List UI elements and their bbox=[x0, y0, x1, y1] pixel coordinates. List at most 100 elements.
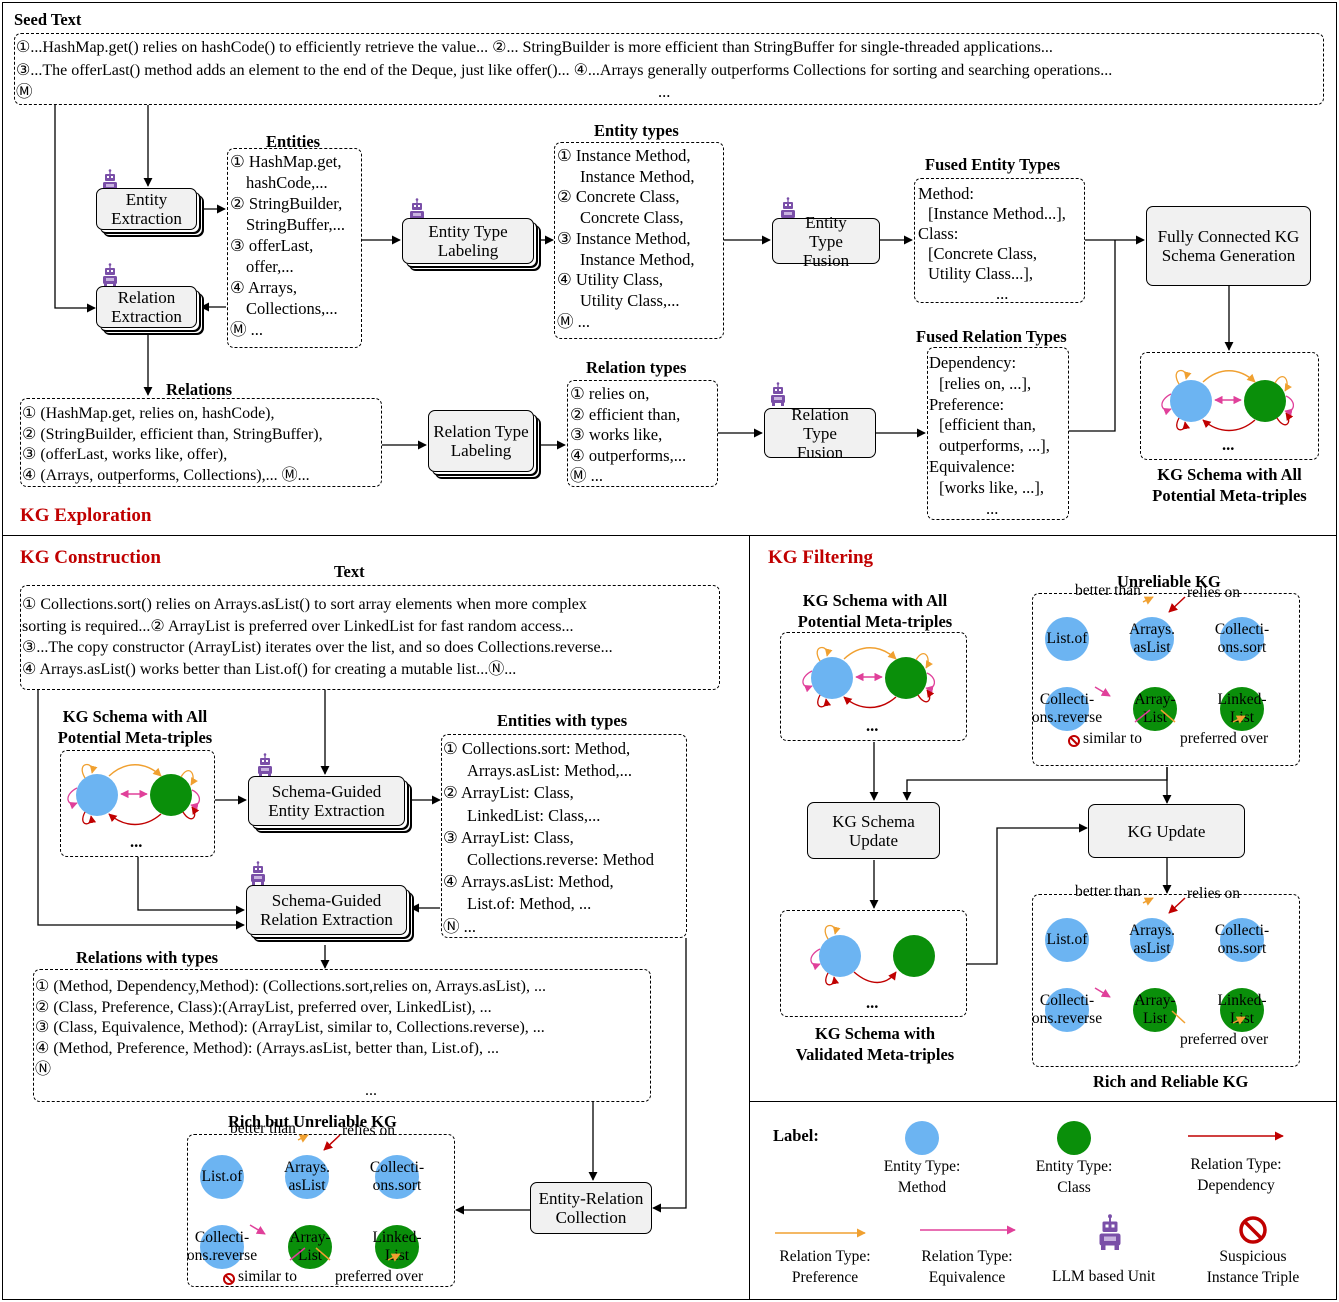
kg-update-box[interactable]: KG Update bbox=[1088, 804, 1245, 858]
fused-relation-item: [works like, ...], bbox=[939, 477, 1044, 497]
er-collection-box[interactable]: Entity-Relation Collection bbox=[530, 1182, 652, 1234]
arrays-aslist-node[interactable]: Arrays.asList bbox=[1129, 617, 1175, 661]
rich-kg-title: Rich but Unreliable KG bbox=[228, 1112, 397, 1131]
entity-types-box bbox=[554, 142, 724, 339]
preferred-over-label: preferred over bbox=[335, 1268, 424, 1285]
entity-type-fusion-box[interactable]: Entity Type Fusion bbox=[772, 213, 880, 270]
arrays-aslist-node[interactable]: Arrays.asList bbox=[1129, 918, 1175, 962]
entity-item: StringBuffer,... bbox=[246, 215, 345, 234]
entity-type-item: Ⓜ ... bbox=[557, 311, 590, 331]
arraylist-node[interactable]: Array-List bbox=[288, 1225, 332, 1269]
relation-type-item: ③ works like, bbox=[570, 425, 663, 445]
arraylist-node[interactable]: Array-List bbox=[1133, 988, 1177, 1032]
text-line: sorting is required...② ArrayList is pre… bbox=[22, 617, 574, 635]
preferred-over-label: preferred over bbox=[1180, 1031, 1269, 1048]
filtering-section-title: KG Filtering bbox=[768, 547, 874, 568]
seed-title: Seed Text bbox=[14, 10, 82, 29]
legend-dependency-label: Relation Type:Dependency bbox=[1190, 1156, 1282, 1194]
entity-with-type: ③ ArrayList: Class, bbox=[443, 827, 574, 847]
entities-box bbox=[227, 148, 362, 348]
seed-line-2: ③...The offerLast() method adds an eleme… bbox=[16, 62, 1113, 79]
collections-sort-node[interactable]: Collecti-ons.sort bbox=[1215, 617, 1269, 661]
schema-generation-box[interactable]: Fully Connected KG Schema Generation bbox=[1146, 206, 1311, 286]
rwt-title: Relations with types bbox=[76, 948, 219, 967]
fused-relation-item: Equivalence: bbox=[929, 457, 1016, 476]
legend-class-label: Entity Type:Class bbox=[1035, 1158, 1113, 1196]
relation-with-type: ① (Method, Dependency,Method): (Collecti… bbox=[35, 978, 546, 995]
entity-with-type: LinkedList: Class,... bbox=[467, 805, 601, 825]
collections-sort-node[interactable]: Collecti-ons.sort bbox=[370, 1155, 424, 1199]
relation-type-fusion-box[interactable]: Relation Type Fusion bbox=[764, 405, 876, 462]
filtering-schema-validated-ellipsis: ... bbox=[866, 993, 879, 1012]
text-line: ④ Arrays.asList() works better than List… bbox=[22, 660, 517, 678]
relation-types-title: Relation types bbox=[586, 358, 687, 377]
relation-extraction-box[interactable]: Relation Extraction bbox=[96, 286, 197, 328]
relation-types-box bbox=[567, 380, 718, 487]
exploration-section-title: KG Exploration bbox=[20, 505, 152, 526]
entity-with-type: Ⓝ ... bbox=[443, 916, 476, 936]
arrays-aslist-node[interactable]: Arrays.asList bbox=[284, 1155, 330, 1199]
filtering-schema-all-box bbox=[780, 632, 967, 741]
unreliable-kg-title: Unreliable KG bbox=[1117, 572, 1221, 591]
text-title: Text bbox=[334, 562, 365, 581]
relation-item: ③ (offerLast, works like, offer), bbox=[22, 446, 228, 463]
sg-entity-extraction-box[interactable]: Schema-Guided Entity Extraction bbox=[248, 776, 405, 826]
ewt-title: Entities with types bbox=[497, 711, 628, 730]
entity-type-item: Instance Method, bbox=[580, 249, 695, 269]
fused-entity-item: [Instance Method...], bbox=[928, 204, 1066, 223]
rwt-box bbox=[33, 969, 651, 1102]
relation-type-labeling-box[interactable]: Relation Type Labeling bbox=[428, 410, 534, 472]
relies-on-label: relies on bbox=[342, 1122, 395, 1139]
entity-extraction-box[interactable]: Entity Extraction bbox=[96, 188, 197, 230]
rich-kg-box bbox=[187, 1134, 455, 1287]
list-of-node[interactable]: List.of bbox=[200, 1155, 244, 1199]
filtering-schema-all-ellipsis: ... bbox=[866, 716, 879, 735]
relation-with-type: ... bbox=[365, 1081, 377, 1099]
list-of-node[interactable]: List.of bbox=[1045, 617, 1089, 661]
relation-with-type: Ⓝ bbox=[35, 1060, 52, 1078]
suspicious-icon bbox=[1068, 735, 1080, 747]
text-line: ① Collections.sort() relies on Arrays.as… bbox=[22, 596, 587, 613]
fused-entity-item: ... bbox=[996, 284, 1009, 303]
entity-type-labeling-box[interactable]: Entity Type Labeling bbox=[402, 218, 534, 264]
suspicious-icon bbox=[1239, 1216, 1267, 1244]
collections-sort-node[interactable]: Collecti-ons.sort bbox=[1215, 918, 1269, 962]
fused-entity-item: Utility Class...], bbox=[928, 264, 1033, 283]
linkedlist-node[interactable]: Linked-List bbox=[1217, 687, 1267, 731]
fused-relation-item: outperforms, ...], bbox=[939, 436, 1050, 456]
kg-edges bbox=[1094, 596, 1246, 724]
seed-ellipsis: ... bbox=[658, 82, 671, 101]
similar-to-label: similar to bbox=[1083, 730, 1142, 747]
legend-llm-label: LLM based Unit bbox=[1052, 1268, 1156, 1285]
entity-type-item: Utility Class,... bbox=[580, 290, 680, 310]
fused-entity-item: Method: bbox=[918, 184, 974, 203]
collections-reverse-node[interactable]: Collecti-ons.reverse bbox=[1032, 988, 1102, 1032]
legend-preference-label: Relation Type:Preference bbox=[779, 1248, 871, 1286]
relation-type-item: ② efficient than, bbox=[570, 404, 681, 424]
legend-method-node bbox=[905, 1121, 939, 1155]
construction-schema-box bbox=[60, 750, 215, 857]
fused-entity-item: [Concrete Class, bbox=[928, 244, 1038, 263]
similar-to-label: similar to bbox=[238, 1268, 297, 1285]
fused-relation-title: Fused Relation Types bbox=[916, 327, 1067, 346]
entity-with-type: List.of: Method, ... bbox=[467, 894, 592, 914]
collections-reverse-node[interactable]: Collecti-ons.reverse bbox=[187, 1225, 257, 1269]
relations-box bbox=[20, 398, 382, 487]
linkedlist-node[interactable]: Linked-List bbox=[372, 1225, 422, 1269]
sg-relation-extraction-box[interactable]: Schema-Guided Relation Extraction bbox=[246, 885, 407, 935]
entity-type-item: ② Concrete Class, bbox=[557, 187, 680, 207]
collections-reverse-node[interactable]: Collecti-ons.reverse bbox=[1032, 687, 1102, 731]
list-of-node[interactable]: List.of bbox=[1045, 918, 1089, 962]
relies-on-label: relies on bbox=[1187, 885, 1240, 902]
entity-item: ② StringBuilder, bbox=[230, 194, 343, 213]
kg-schema-update-box[interactable]: KG Schema Update bbox=[807, 802, 940, 859]
legend-title: Label: bbox=[773, 1126, 819, 1145]
construction-schema-ellipsis: ... bbox=[130, 832, 143, 851]
arraylist-node[interactable]: Array-List bbox=[1133, 687, 1177, 731]
kg-edges bbox=[249, 1134, 401, 1262]
reliable-kg-title: Rich and Reliable KG bbox=[1093, 1072, 1249, 1091]
seed-line-3: Ⓜ bbox=[16, 82, 33, 101]
fused-relation-item: Dependency: bbox=[929, 353, 1017, 372]
legend-panel bbox=[749, 1101, 1337, 1300]
